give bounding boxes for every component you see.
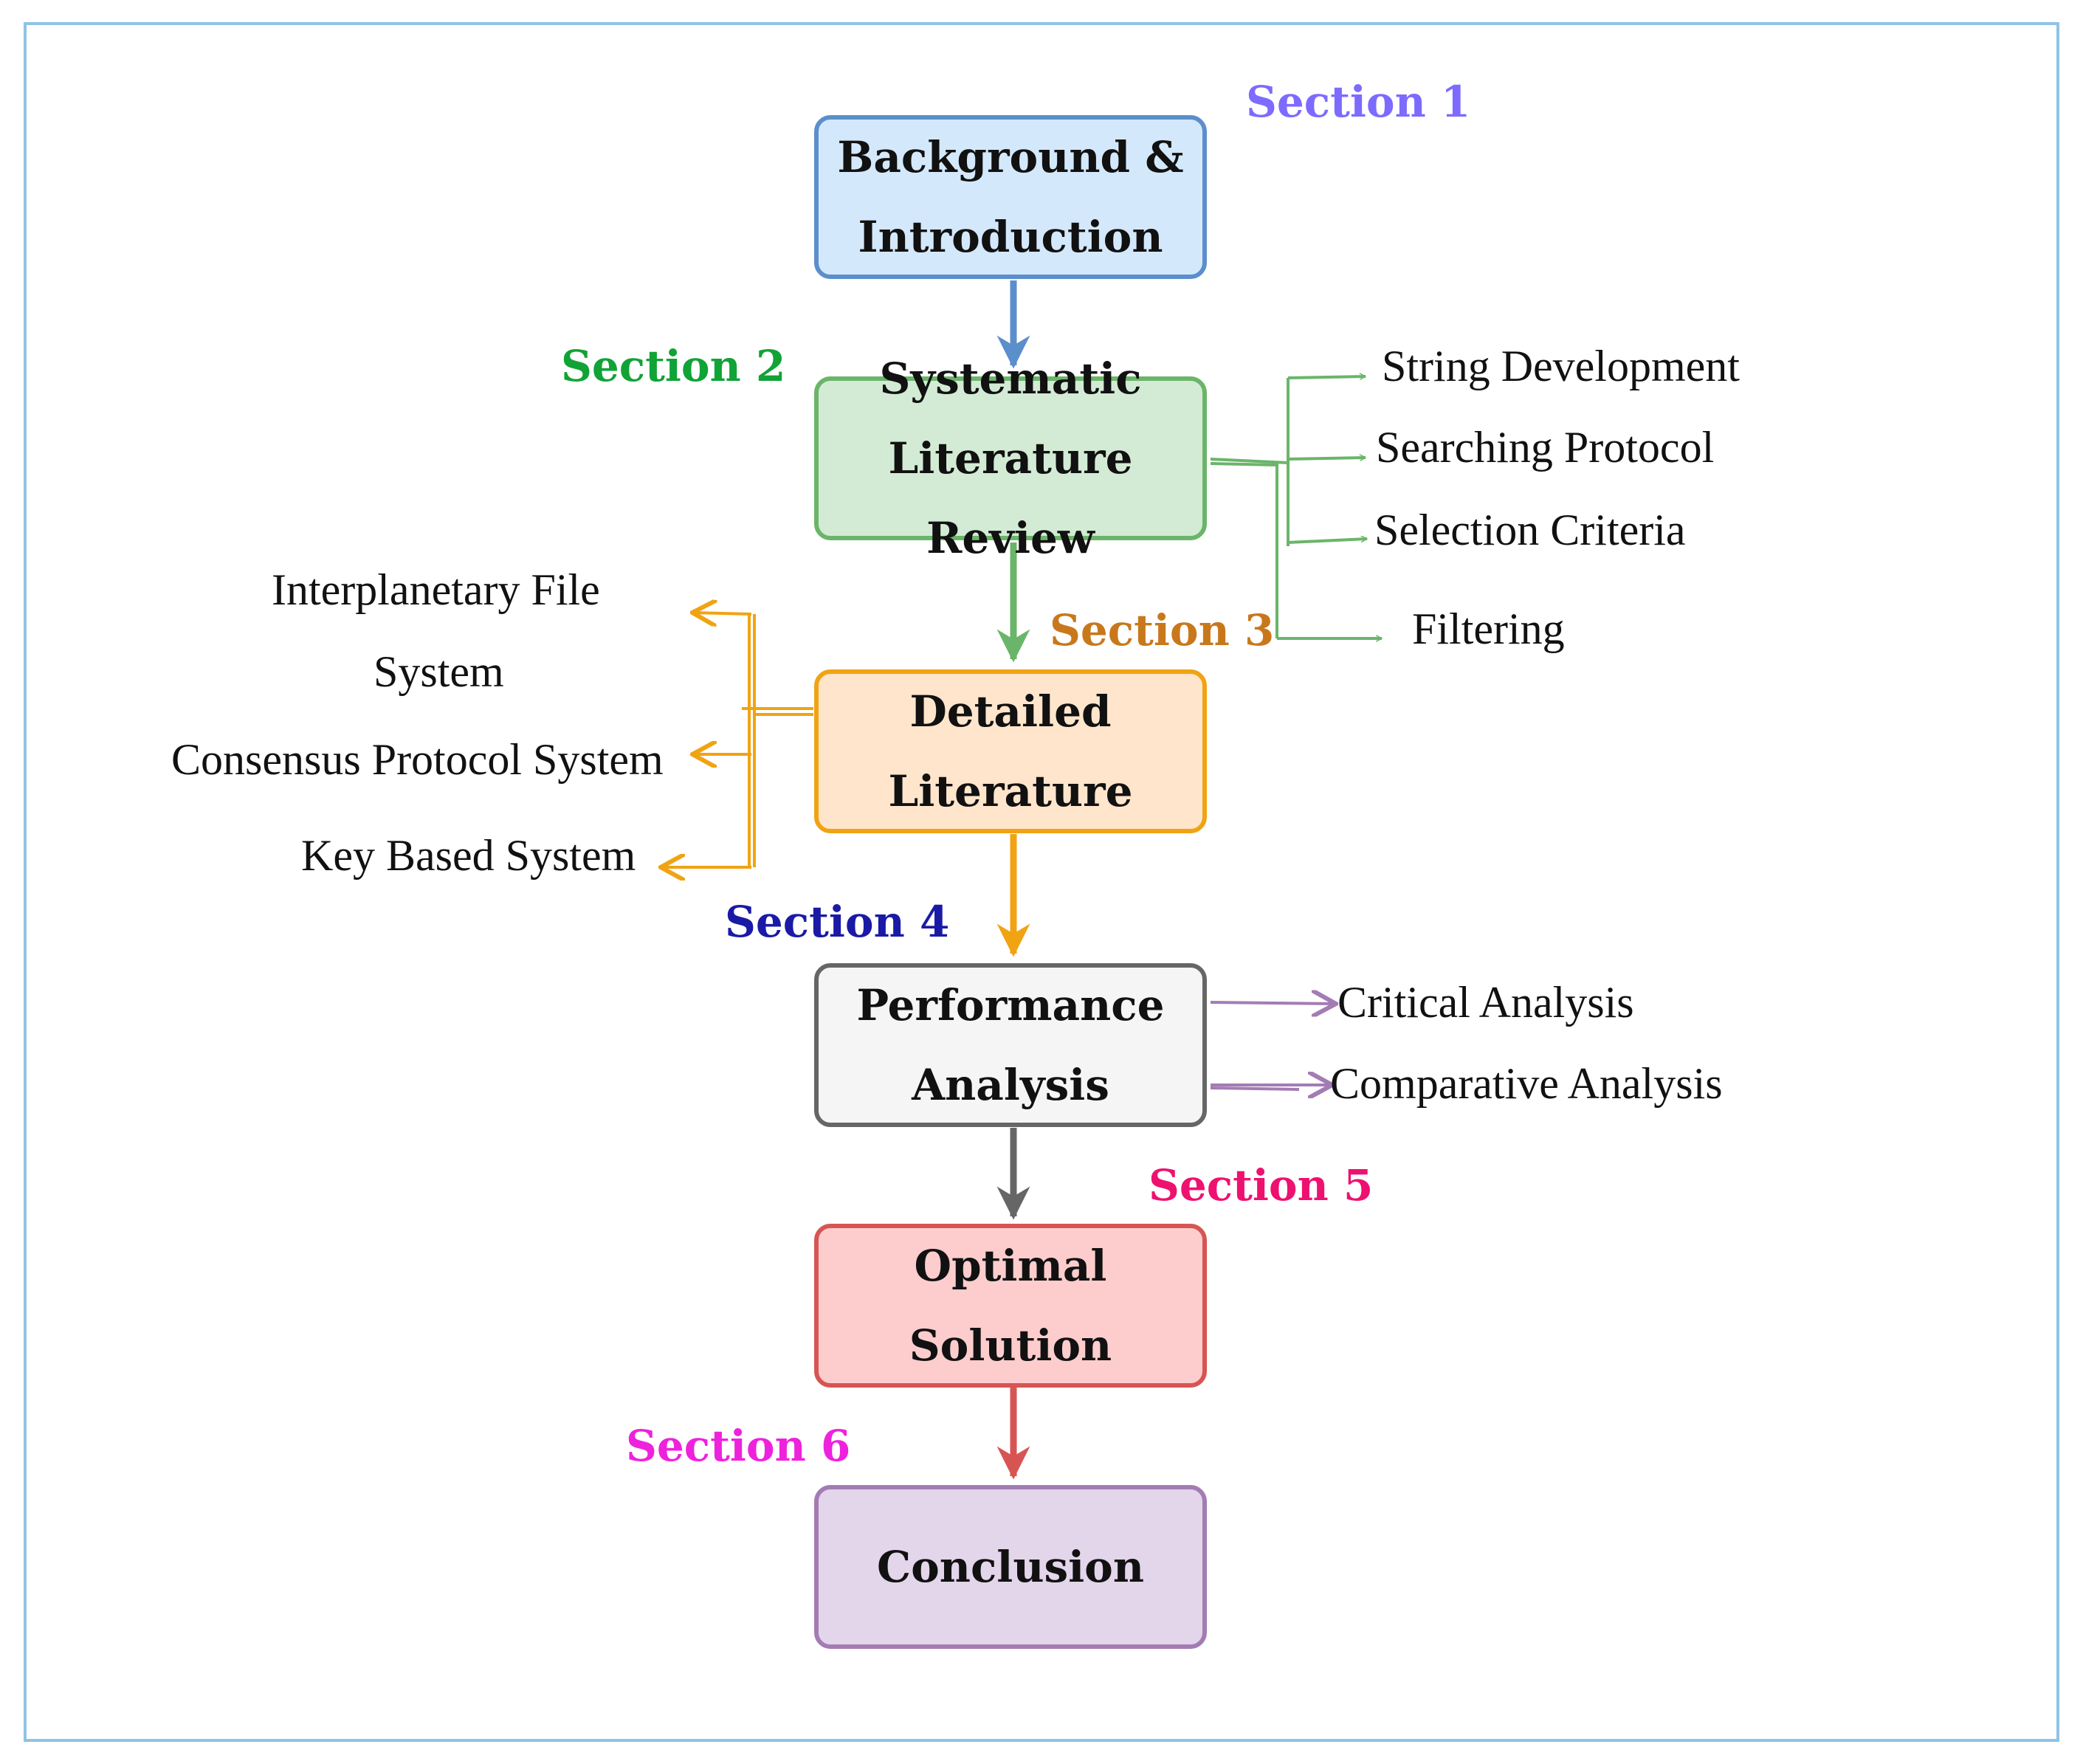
node-performance-analysis: Performance Analysis [814, 963, 1207, 1127]
section-label-5: Section 5 [1149, 1160, 1374, 1210]
literature-item-key-based-system: Key Based System [301, 831, 636, 880]
node-label: Systematic Literature Review [879, 354, 1142, 563]
node-optimal-solution: Optimal Solution [814, 1224, 1207, 1388]
analysis-item-comparative-analysis: Comparative Analysis [1330, 1059, 1723, 1108]
analysis-item-critical-analysis: Critical Analysis [1337, 978, 1634, 1027]
literature-item-system: System [373, 647, 504, 696]
literature-item-consensus-protocol-system: Consensus Protocol System [171, 735, 664, 784]
section-label-6: Section 6 [626, 1421, 851, 1471]
review-branch-connectors [1210, 376, 1382, 638]
review-item-selection-criteria: Selection Criteria [1374, 506, 1686, 554]
node-systematic-literature-review: Systematic Literature Review [814, 354, 1207, 563]
review-item-filtering: Filtering [1412, 604, 1565, 653]
node-label: Optimal Solution [909, 1241, 1112, 1371]
node-label: Background & Introduction [837, 132, 1184, 262]
node-conclusion: Conclusion [814, 1485, 1207, 1649]
node-label: Detailed Literature [888, 686, 1133, 816]
section-label-3: Section 3 [1050, 605, 1275, 655]
review-item-searching-protocol: Searching Protocol [1376, 423, 1715, 472]
node-background-introduction: Background & Introduction [814, 115, 1207, 279]
node-label: Conclusion [876, 1542, 1145, 1592]
literature-branch-connectors [661, 613, 813, 867]
section-label-4: Section 4 [725, 897, 950, 947]
section-label-1: Section 1 [1246, 77, 1471, 127]
review-item-string-development: String Development [1382, 342, 1740, 390]
section-label-2: Section 2 [561, 341, 786, 391]
literature-item-interplanetary-file: Interplanetary File [272, 565, 600, 614]
node-label: Performance Analysis [856, 980, 1165, 1110]
node-detailed-literature: Detailed Literature [814, 669, 1207, 833]
diagram-frame [24, 22, 2059, 1742]
analysis-branch-connectors [1210, 1002, 1336, 1089]
